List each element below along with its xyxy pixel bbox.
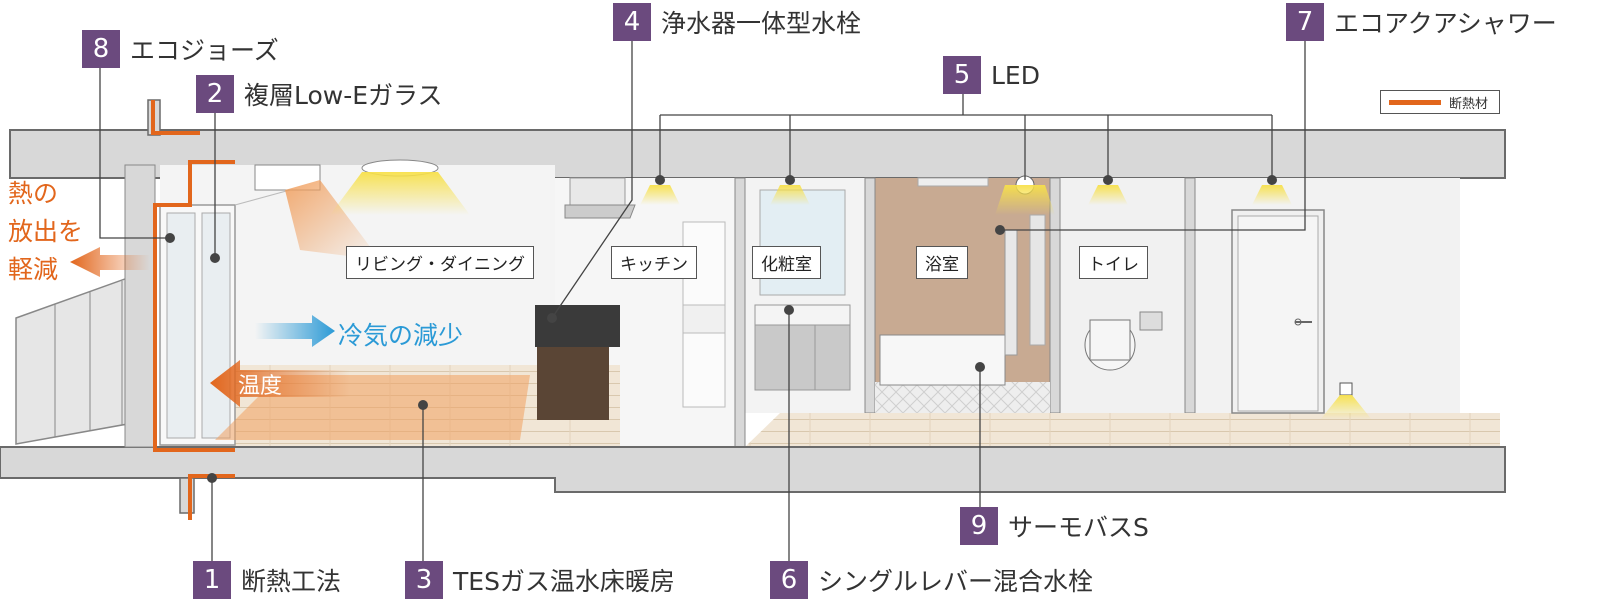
- downlights: [640, 175, 1292, 215]
- heat-release-line-1: 熱の: [8, 179, 59, 208]
- callout-number: 4: [613, 3, 651, 41]
- callout-label: エコアクアシャワー: [1334, 9, 1557, 38]
- leader-dots: [165, 225, 1005, 483]
- callout-9-thermo-bath: 9 サーモバスS: [960, 507, 1149, 545]
- heat-release-label: 熱の 放出を 軽減: [8, 175, 83, 289]
- temperature-label: 温度: [238, 374, 283, 399]
- callout-number: 9: [960, 507, 998, 545]
- callout-label: 断熱工法: [241, 567, 342, 596]
- callout-number: 3: [405, 561, 443, 599]
- insulation-lines: [151, 100, 235, 520]
- room-label-toilet: トイレ: [1079, 246, 1148, 279]
- callout-number: 2: [196, 75, 234, 113]
- callout-number: 6: [770, 561, 808, 599]
- legend-swatch: [1389, 99, 1441, 105]
- callout-label: 浄水器一体型水栓: [661, 9, 862, 38]
- legend-insulation: 断熱材: [1380, 90, 1500, 114]
- heat-release-line-2: 放出を: [8, 217, 84, 246]
- room-label-living: リビング・ダイニング: [346, 246, 534, 279]
- callout-4-water-purifier-faucet: 4 浄水器一体型水栓: [613, 3, 861, 41]
- room-label-bath: 浴室: [916, 246, 968, 279]
- leader-lines: [99, 38, 1306, 563]
- room-label-powder: 化粧室: [752, 246, 821, 279]
- heat-release-arrow: [70, 247, 150, 277]
- callout-5-led: 5 LED: [943, 56, 1040, 94]
- callout-number: 5: [943, 56, 981, 94]
- floor-slab: [0, 446, 1506, 493]
- callout-label: シングルレバー混合水栓: [818, 567, 1094, 596]
- callout-3-floor-heating: 3 TESガス温水床暖房: [405, 561, 675, 599]
- cold-arrow: [255, 315, 335, 347]
- room-label-kitchen: キッチン: [611, 246, 697, 279]
- cold-reduction-label: 冷気の減少: [338, 321, 464, 350]
- callout-label: サーモバスS: [1008, 513, 1149, 542]
- callout-label: TESガス温水床暖房: [453, 567, 675, 596]
- callout-label: 複層Low-Eガラス: [244, 81, 443, 110]
- temperature-arrow: [210, 360, 350, 407]
- callout-number: 1: [193, 561, 231, 599]
- callout-2-low-e-glass: 2 複層Low-Eガラス: [196, 75, 443, 113]
- callout-number: 7: [1286, 3, 1324, 41]
- legend-label: 断熱材: [1449, 96, 1489, 112]
- callout-1-insulation-method: 1 断熱工法: [193, 561, 341, 599]
- callout-label: エコジョーズ: [130, 36, 279, 65]
- callout-8-ecojozu: 8 エコジョーズ: [82, 30, 279, 68]
- callout-7-eco-aqua-shower: 7 エコアクアシャワー: [1286, 3, 1557, 41]
- heat-release-line-3: 軽減: [8, 255, 59, 284]
- callout-number: 8: [82, 30, 120, 68]
- callout-label: LED: [991, 60, 1040, 90]
- callout-6-single-lever-faucet: 6 シングルレバー混合水栓: [770, 561, 1093, 599]
